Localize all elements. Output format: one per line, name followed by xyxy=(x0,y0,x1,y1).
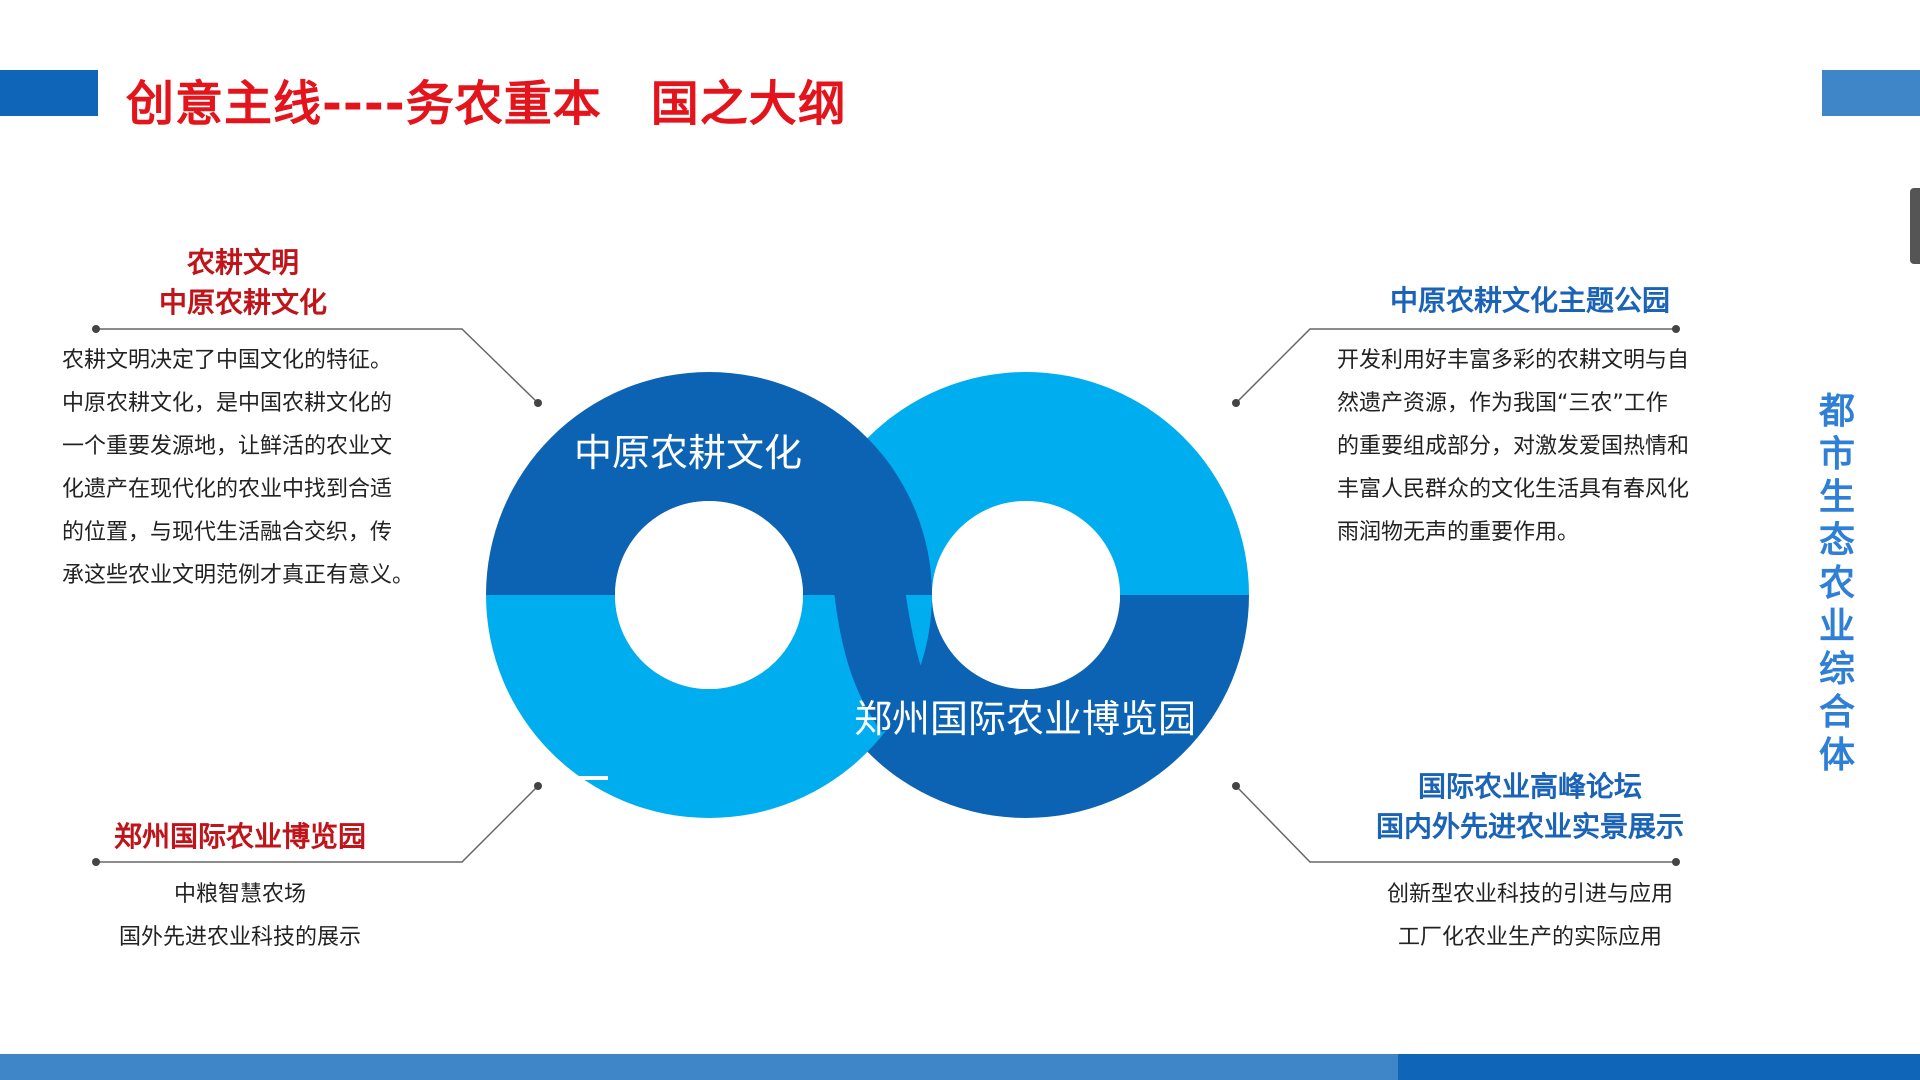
top-left-heading: 农耕文明 中原农耕文化 xyxy=(128,243,358,323)
side-title-char: 都 xyxy=(1818,391,1855,432)
page-title: 创意主线----务农重本 国之大纲 xyxy=(126,76,847,132)
top-left-heading-line2: 中原农耕文化 xyxy=(158,286,327,319)
top-right-paragraph: 开发利用好丰富多彩的农耕文明与自 然遗产资源，作为我国“三农”工作 的重要组成部… xyxy=(1337,339,1737,554)
scroll-handle[interactable] xyxy=(1910,188,1920,264)
side-title-char: 体 xyxy=(1818,735,1855,776)
top-right-heading: 中原农耕文化主题公园 xyxy=(1389,284,1670,317)
top-left-paragraph: 农耕文明决定了中国文化的特征。 中原农耕文化，是中国农耕文化的 一个重要发源地，… xyxy=(62,339,462,597)
side-title-char: 综 xyxy=(1818,649,1855,690)
text-line: 创新型农业科技的引进与应用 xyxy=(1386,882,1673,907)
side-title-char: 业 xyxy=(1818,606,1855,647)
text-line: 的重要组成部分，对激发爱国热情和 xyxy=(1337,434,1690,459)
left-ring-hole xyxy=(615,501,803,689)
bottom-left-heading: 郑州国际农业博览园 xyxy=(113,820,366,853)
connector-dots xyxy=(92,325,1680,866)
text-line: 一个重要发源地，让鲜活的农业文 xyxy=(62,434,393,459)
left-ring-bottom-light xyxy=(486,595,932,818)
connector-lines xyxy=(96,328,1676,863)
bottom-right-list: 创新型农业科技的引进与应用 工厂化农业生产的实际应用 xyxy=(1340,873,1720,959)
side-title-char: 农 xyxy=(1818,563,1855,604)
side-title-char: 合 xyxy=(1818,692,1855,733)
bottom-left-list: 中粮智慧农场 国外先进农业科技的展示 xyxy=(90,873,390,959)
text-line: 国外先进农业科技的展示 xyxy=(118,925,361,950)
ring-fragment xyxy=(556,776,608,780)
bottom-right-heading-line1: 国际农业高峰论坛 xyxy=(1417,770,1642,803)
text-line: 化遗产在现代化的农业中找到合适 xyxy=(62,477,393,502)
left-ring-label: 中原农耕文化 xyxy=(574,431,802,475)
text-line: 然遗产资源，作为我国“三农”工作 xyxy=(1337,391,1668,416)
top-left-heading-line1: 农耕文明 xyxy=(186,246,299,279)
text-line: 中粮智慧农场 xyxy=(173,882,306,907)
text-line: 中原农耕文化，是中国农耕文化的 xyxy=(62,391,393,416)
connector-top-right xyxy=(1235,328,1676,404)
right-ring-hole xyxy=(932,501,1120,689)
footer-bar-right xyxy=(1398,1054,1920,1080)
connector-top-left xyxy=(96,328,539,404)
header-accent-left xyxy=(0,70,98,116)
right-ring-label: 郑州国际农业博览园 xyxy=(854,697,1196,741)
bottom-right-heading: 国际农业高峰论坛 国内外先进农业实景展示 xyxy=(1340,767,1720,847)
side-title-char: 态 xyxy=(1818,520,1855,561)
side-title-char: 市 xyxy=(1818,434,1855,475)
left-ring xyxy=(486,372,932,818)
text-line: 开发利用好丰富多彩的农耕文明与自 xyxy=(1337,348,1690,373)
side-title-char: 生 xyxy=(1818,477,1855,518)
header-accent-right xyxy=(1822,70,1920,116)
crossing-band xyxy=(816,452,940,732)
text-line: 的位置，与现代生活融合交织，传 xyxy=(62,520,393,545)
left-ring-top-dark xyxy=(486,372,932,595)
text-line: 工厂化农业生产的实际应用 xyxy=(1397,925,1662,950)
text-line: 农耕文明决定了中国文化的特征。 xyxy=(62,348,393,373)
text-line: 雨润物无声的重要作用。 xyxy=(1337,520,1580,545)
text-line: 丰富人民群众的文化生活具有春风化 xyxy=(1337,477,1690,502)
connector-bottom-right xyxy=(1235,785,1676,863)
footer-bar-left xyxy=(0,1054,1398,1080)
side-vertical-title: 都 市 生 态 农 业 综 合 体 xyxy=(1816,390,1858,777)
text-line: 承这些农业文明范例才真正有意义。 xyxy=(62,563,415,588)
bottom-right-heading-line2: 国内外先进农业实景展示 xyxy=(1375,810,1684,843)
connector-bottom-left xyxy=(96,785,539,863)
